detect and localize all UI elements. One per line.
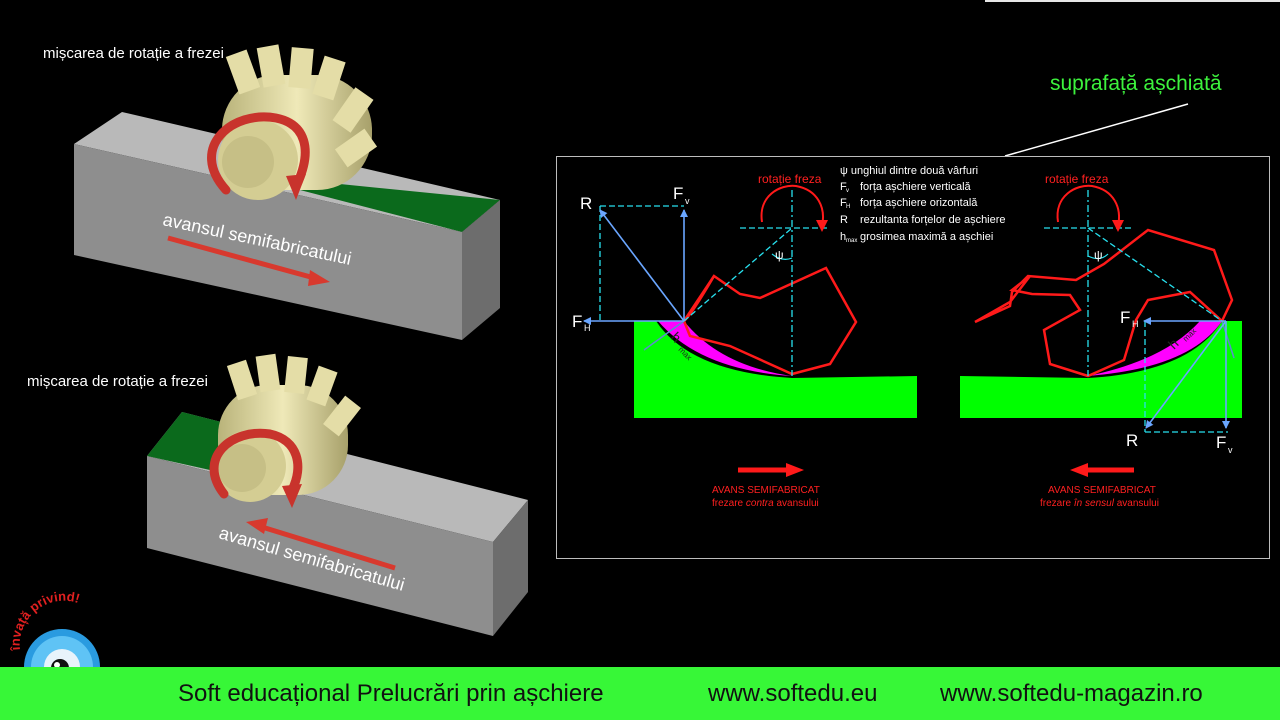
- footer-title: Soft educațional Prelucrări prin așchier…: [178, 680, 604, 707]
- left-feed-title: AVANS SEMIFABRICAT: [712, 485, 820, 496]
- milling-cutter-top: [207, 44, 378, 200]
- surface-pointer-line: [1004, 103, 1189, 157]
- legend-fh-text: forța așchiere orizontală: [860, 197, 978, 209]
- machined-surface-label: suprafață așchiată: [1050, 72, 1222, 95]
- legend-fh-symbol: F: [840, 197, 847, 209]
- left-psi-label: ψ: [775, 248, 784, 262]
- rotation-label-top: mișcarea de rotație a frezei: [43, 45, 224, 62]
- legend-r-symbol: R: [840, 214, 848, 226]
- chip-right: [1088, 321, 1222, 376]
- legend-psi: ψ unghiul dintre două vârfuri: [840, 165, 978, 177]
- tool-tooth-right: [974, 228, 1234, 378]
- right-fv-sub: v: [1228, 445, 1233, 455]
- symbol-legend: ψ unghiul dintre două vârfuri F v forța …: [840, 165, 1006, 244]
- right-rotation-label: rotație freza: [1045, 172, 1109, 186]
- legend-fv-sub: v: [846, 188, 849, 194]
- right-feed-subtitle: frezare în sensul avansului: [1040, 498, 1159, 509]
- footer-link-softedu[interactable]: www.softedu.eu: [708, 680, 878, 707]
- left-r-label: R: [580, 194, 592, 213]
- right-feed-title: AVANS SEMIFABRICAT: [1048, 485, 1156, 496]
- left-fh-label: F: [572, 312, 582, 331]
- milling-cutter-bottom: [209, 353, 361, 508]
- right-fv-label: F: [1216, 433, 1226, 452]
- workpiece-section-left: [634, 321, 917, 418]
- right-r-label: R: [1126, 431, 1138, 450]
- right-psi-label: ψ: [1094, 248, 1103, 262]
- legend-fv-text: forța așchiere verticală: [860, 181, 972, 193]
- footer-link-magazin[interactable]: www.softedu-magazin.ro: [940, 680, 1203, 707]
- legend-hmax-sub: max: [846, 238, 857, 244]
- left-fv-sub: v: [685, 196, 690, 206]
- diagram-climb-milling: [960, 184, 1242, 477]
- right-fh-sub: H: [1132, 319, 1139, 329]
- left-fv-label: F: [673, 184, 683, 203]
- footer-bar: Soft educațional Prelucrări prin așchier…: [0, 667, 1280, 720]
- feed-arrow-bottom: [246, 518, 396, 571]
- legend-fv-symbol: F: [840, 181, 847, 193]
- diagram-panel: [556, 156, 1270, 559]
- legend-fh-sub: H: [846, 204, 850, 210]
- left-fh-sub: H: [584, 323, 591, 333]
- rotation-label-bottom: mișcarea de rotație a frezei: [27, 373, 208, 390]
- chip-left: [658, 321, 792, 376]
- legend-hmax-symbol: h: [840, 231, 846, 243]
- top-border-line: [985, 0, 1280, 2]
- feed-arrow-top: [167, 235, 330, 286]
- legend-r-text: rezultanta forțelor de așchiere: [860, 214, 1006, 226]
- legend-hmax-text: grosimea maximă a așchiei: [860, 231, 993, 243]
- tool-tooth-left: [682, 266, 858, 376]
- diagram-up-milling: [583, 184, 917, 477]
- left-rotation-label: rotație freza: [758, 172, 822, 186]
- right-fh-label: F: [1120, 308, 1130, 327]
- left-feed-subtitle: frezare contra avansului: [712, 498, 819, 509]
